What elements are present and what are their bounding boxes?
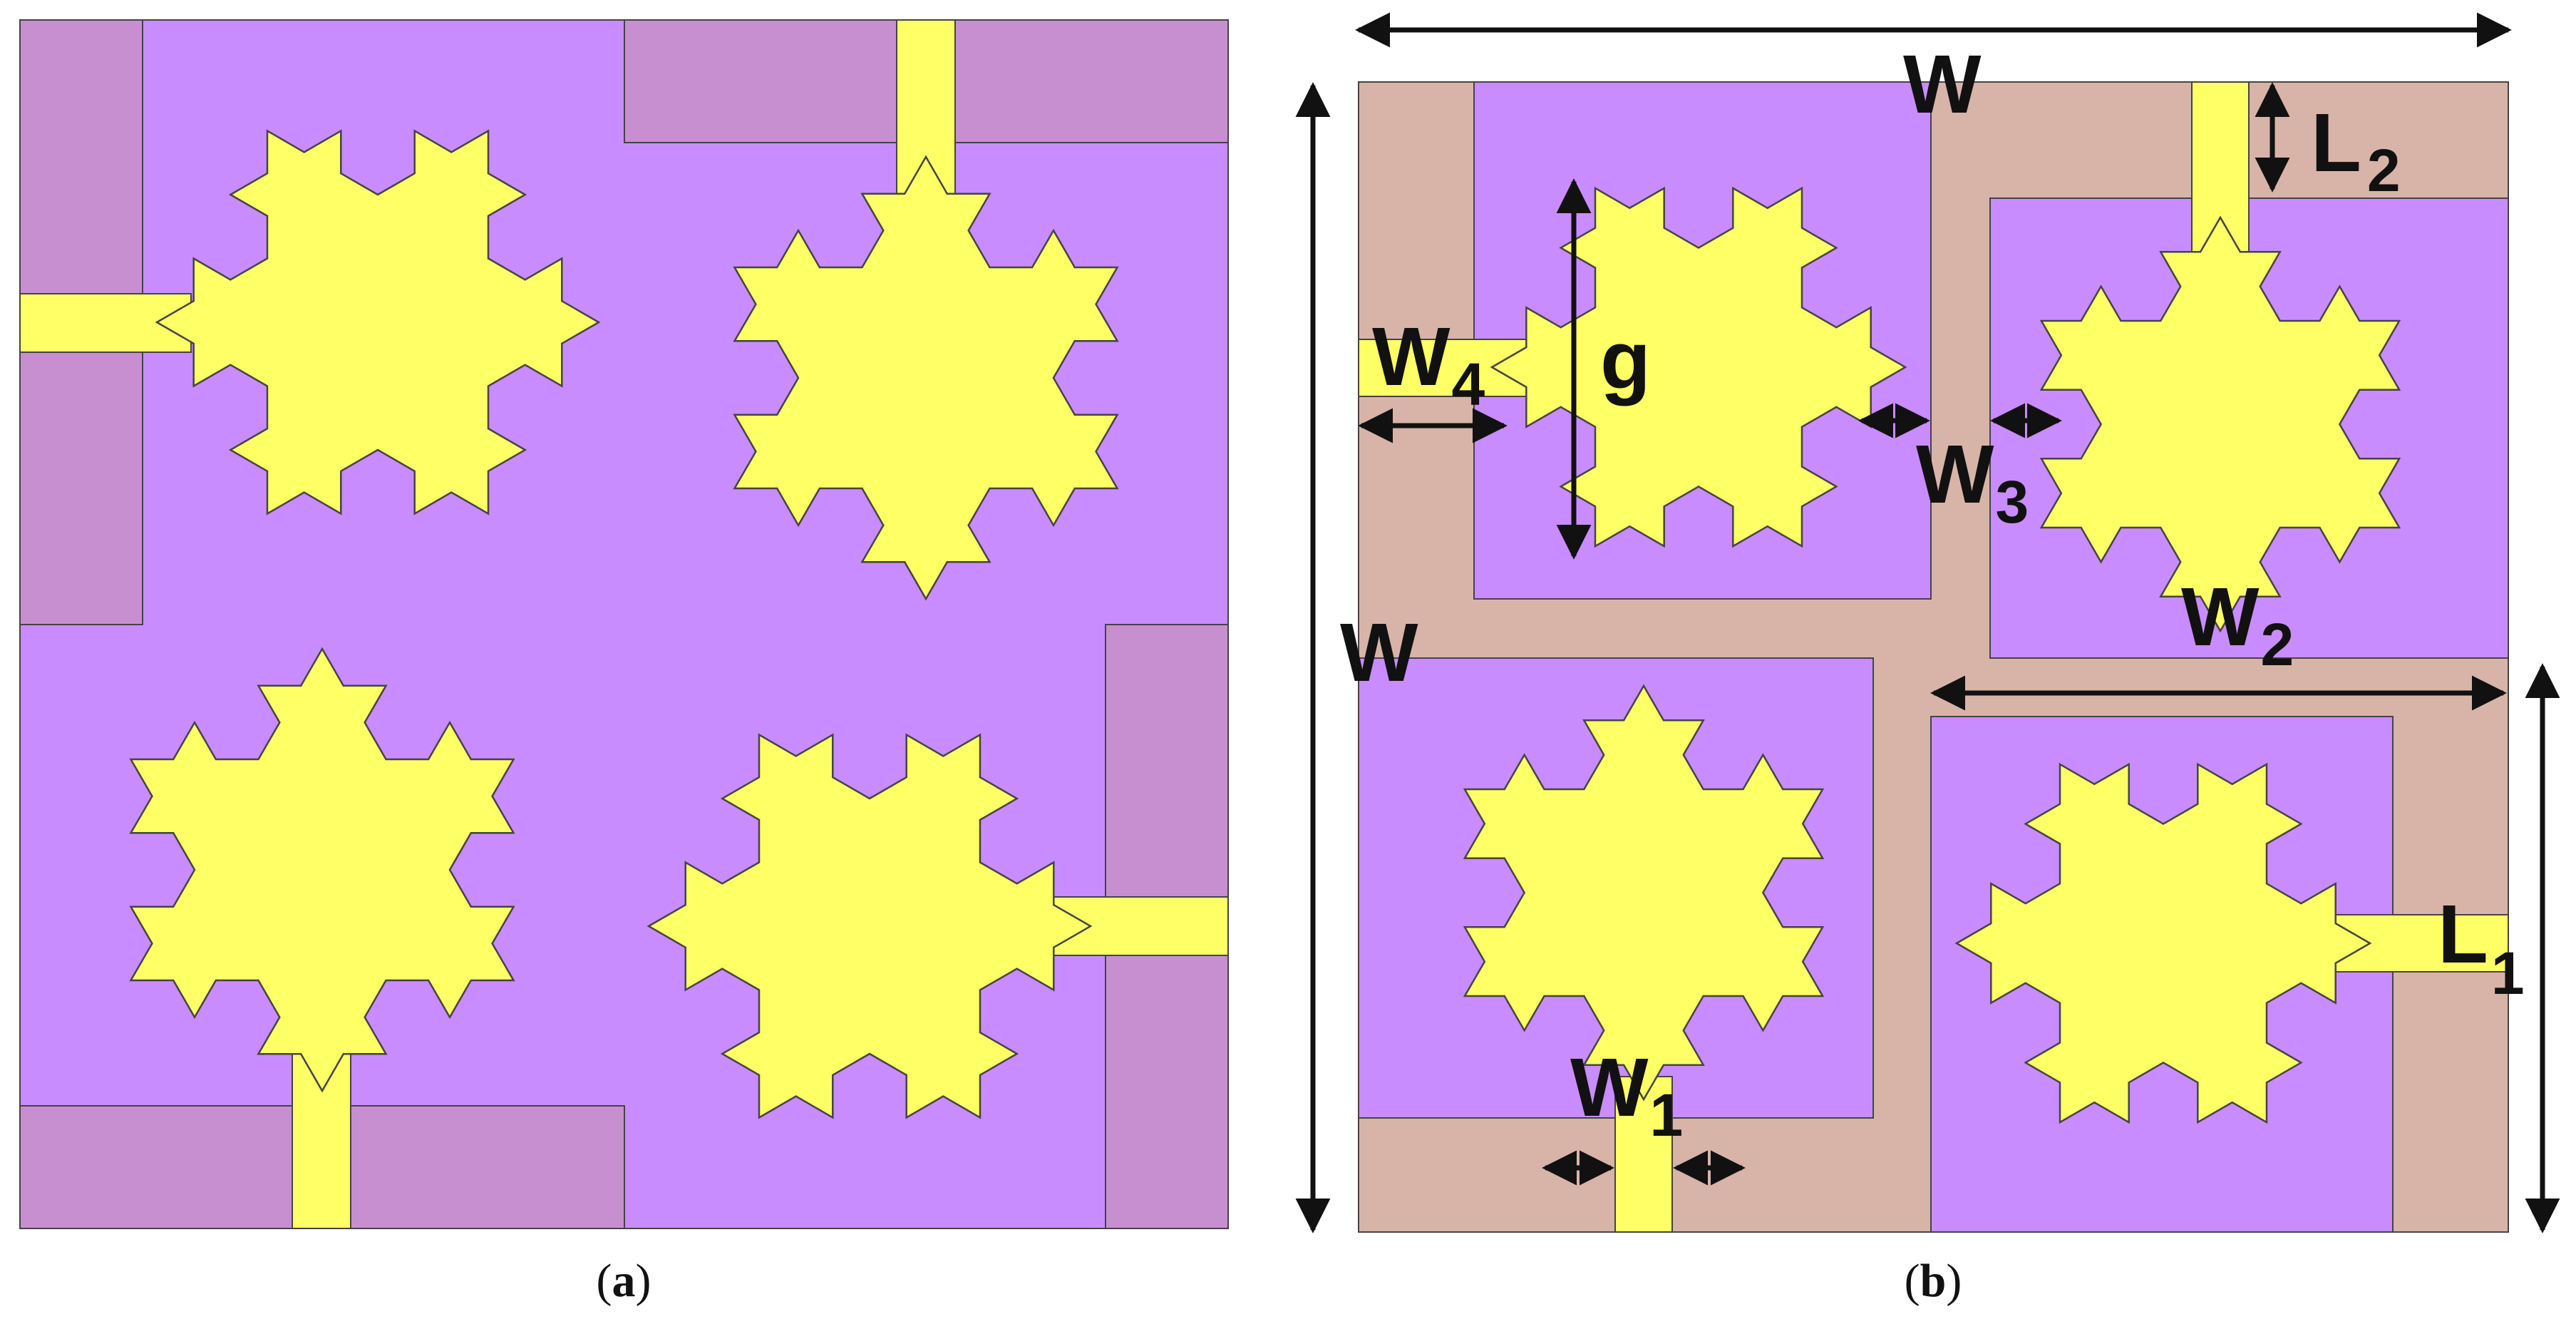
panel-a: (a) (19, 19, 1229, 1307)
snowflake-patch-icon (646, 733, 1093, 1119)
snowflake-patch-icon (1463, 684, 1825, 1102)
antenna-element-1 (19, 129, 601, 515)
w1-label: W1 (1570, 1041, 1683, 1149)
antenna-element-4 (646, 733, 1229, 1119)
antenna-element-3 (129, 647, 515, 1229)
l1-label: L1 (2438, 888, 2525, 1007)
snowflake-patch-icon (2039, 215, 2401, 633)
l2-label: L2 (2311, 96, 2401, 204)
w3-label: W3 (1916, 428, 2029, 535)
g-label: g (1600, 314, 1651, 406)
snowflake-patch-icon (733, 155, 1119, 601)
panel-b: W W L2 g W4 W3 W2 L1 W1 (b) (1295, 12, 2560, 1307)
substrate-a (19, 19, 1229, 1229)
antenna-element-b3 (1463, 684, 1825, 1233)
caption-a: (a) (597, 1255, 651, 1307)
w4-label: W4 (1372, 310, 1485, 418)
antenna-element-b1 (1358, 186, 1907, 548)
snowflake-patch-icon (155, 129, 601, 515)
feed-line (1614, 1076, 1673, 1233)
snowflake-patch-icon (1954, 762, 2372, 1124)
snowflake-patch-icon (1490, 186, 1907, 548)
snowflake-patch-icon (129, 647, 515, 1093)
w-left-label: W (1340, 606, 1418, 699)
w-top-label: W (1903, 38, 1982, 130)
w2-label: W2 (2181, 570, 2294, 678)
antenna-element-b2 (2039, 81, 2401, 633)
antenna-element-b4 (1954, 762, 2509, 1124)
antenna-element-2 (733, 19, 1119, 601)
caption-b: (b) (1905, 1255, 1962, 1307)
feed-line (2319, 914, 2509, 973)
